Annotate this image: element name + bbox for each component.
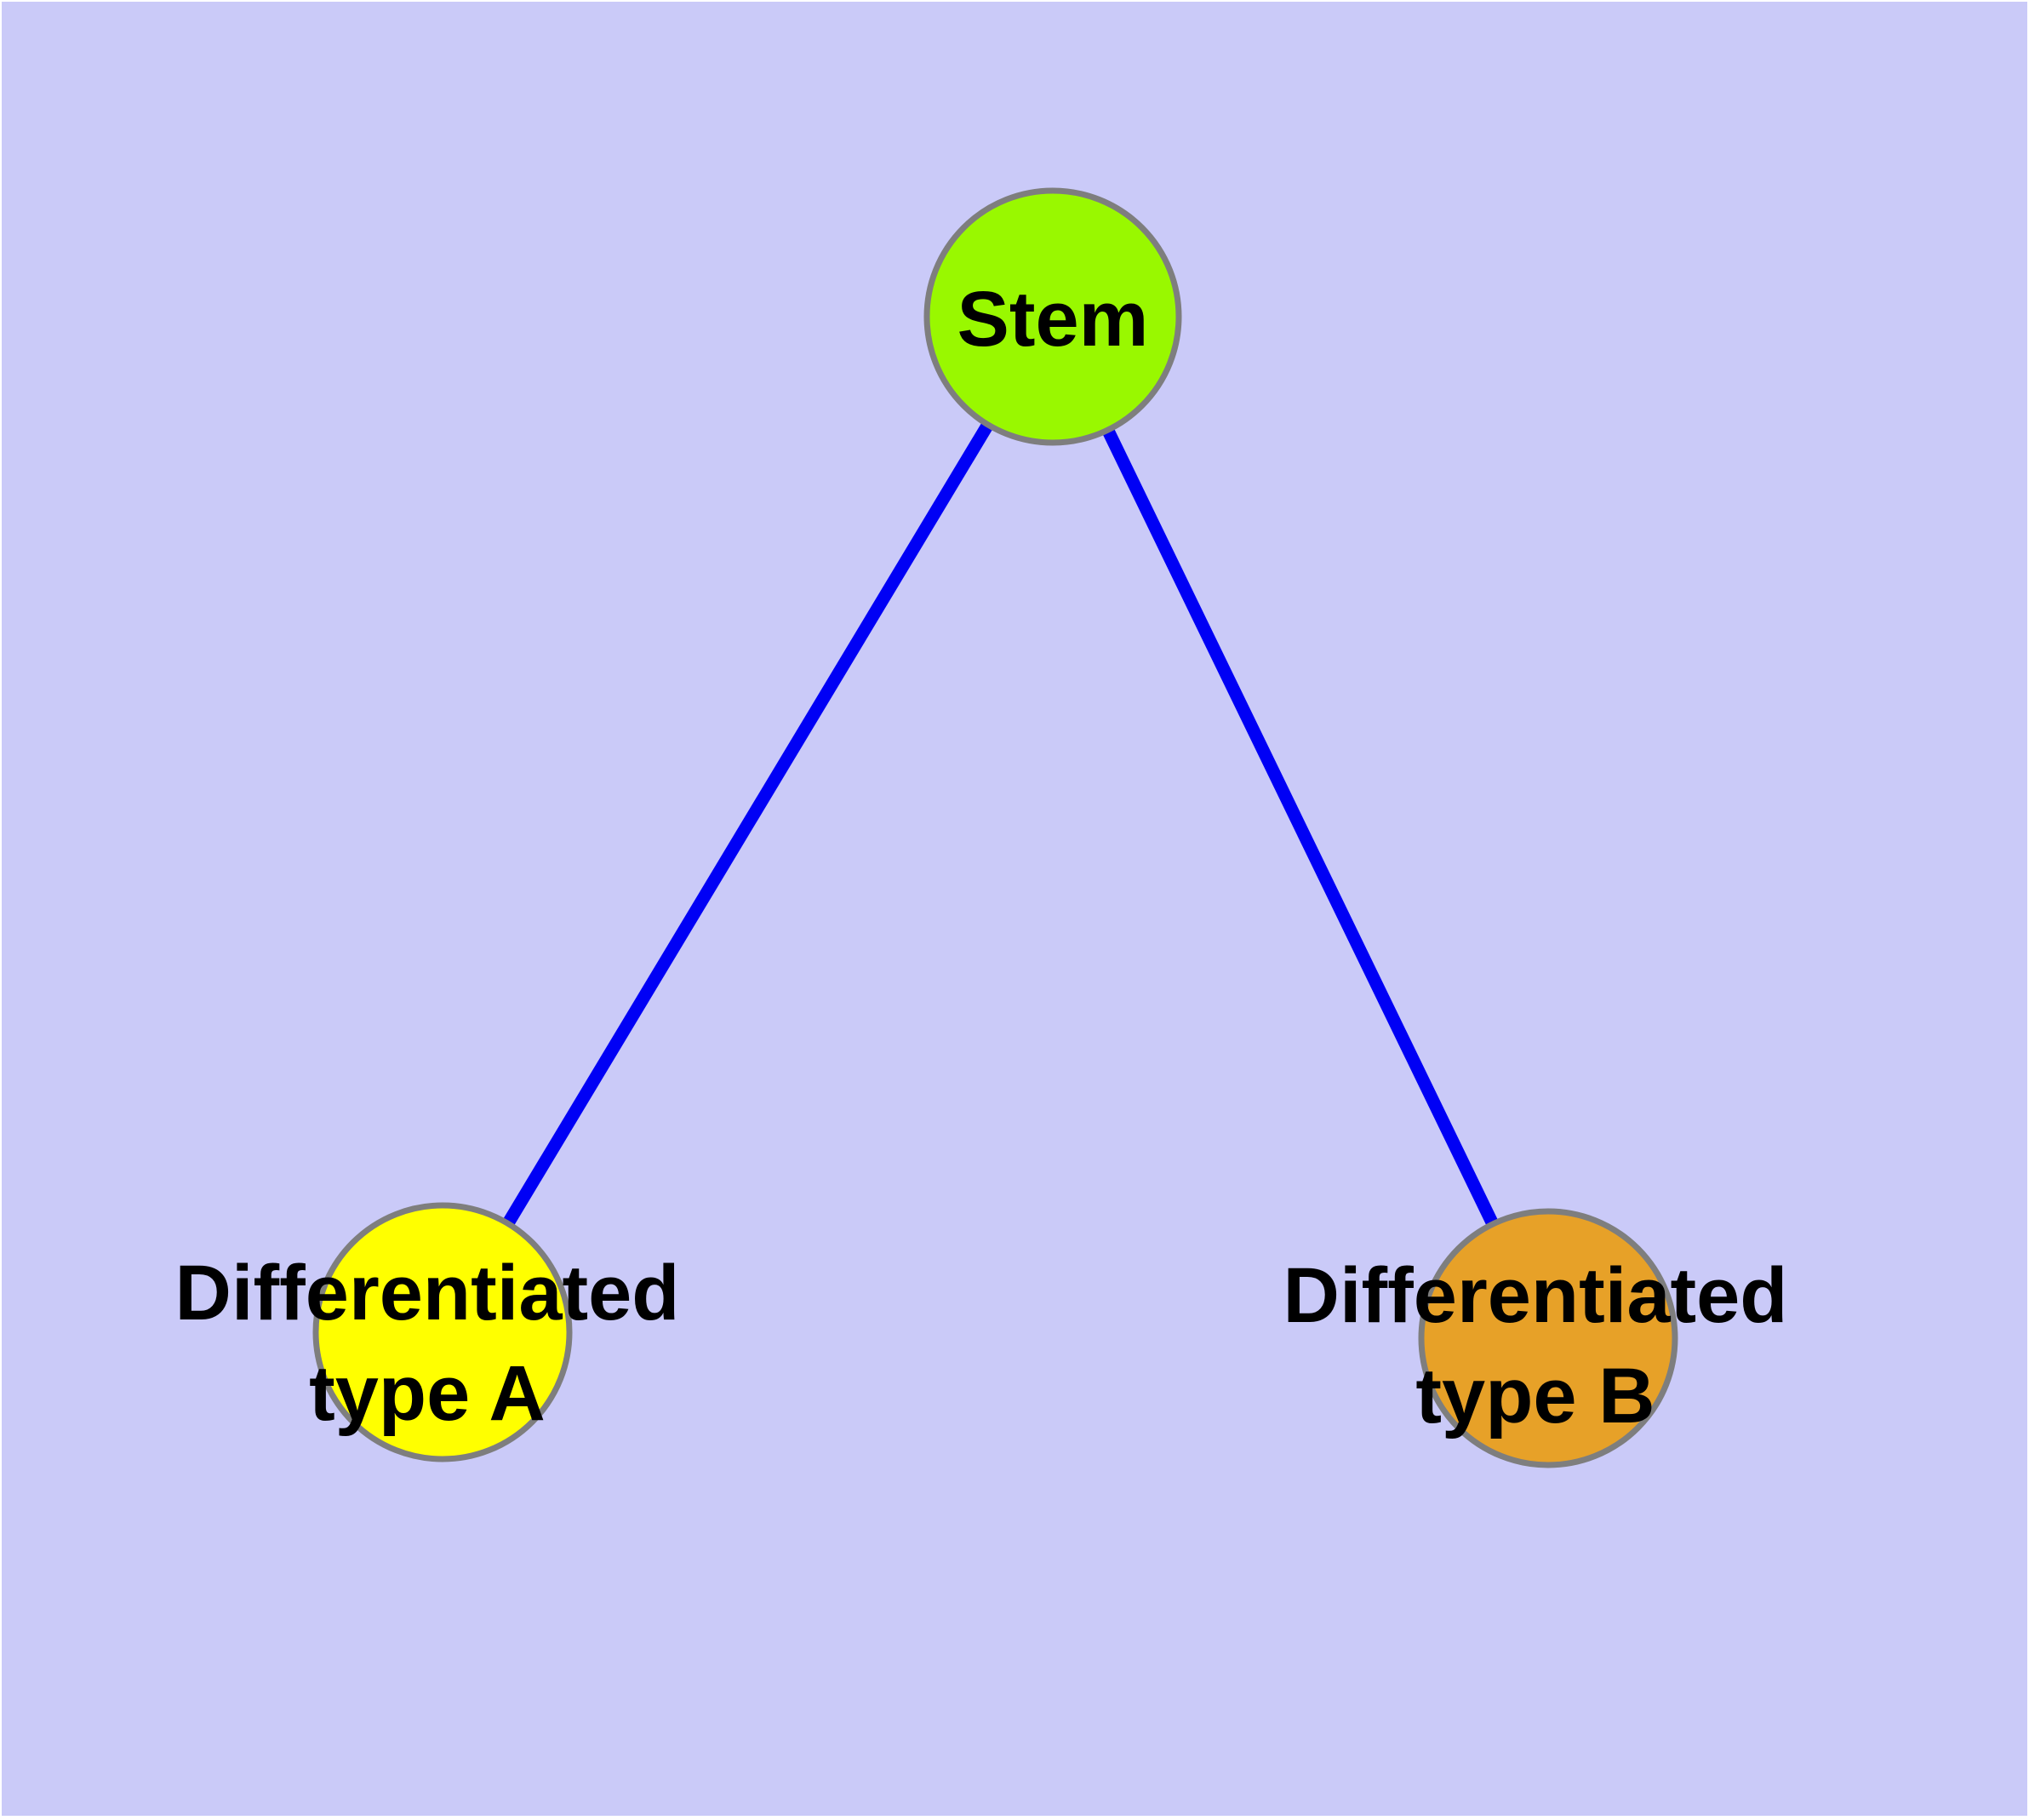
- type-b-node-label-line1: Differentiated: [1283, 1252, 1788, 1339]
- type-a-node: [312, 1202, 573, 1462]
- type-a-node-label-line2: type A: [309, 1350, 546, 1437]
- edge-stem-to-type-a: [437, 313, 1059, 1336]
- type-b-node: [1418, 1208, 1678, 1468]
- edge-stem-to-type-b: [1047, 313, 1554, 1342]
- stem-node: [923, 187, 1182, 446]
- type-a-node-label-line1: Differentiated: [175, 1250, 680, 1336]
- stem-node-label: Stem: [957, 276, 1149, 363]
- type-b-node-label-line2: type B: [1415, 1353, 1655, 1439]
